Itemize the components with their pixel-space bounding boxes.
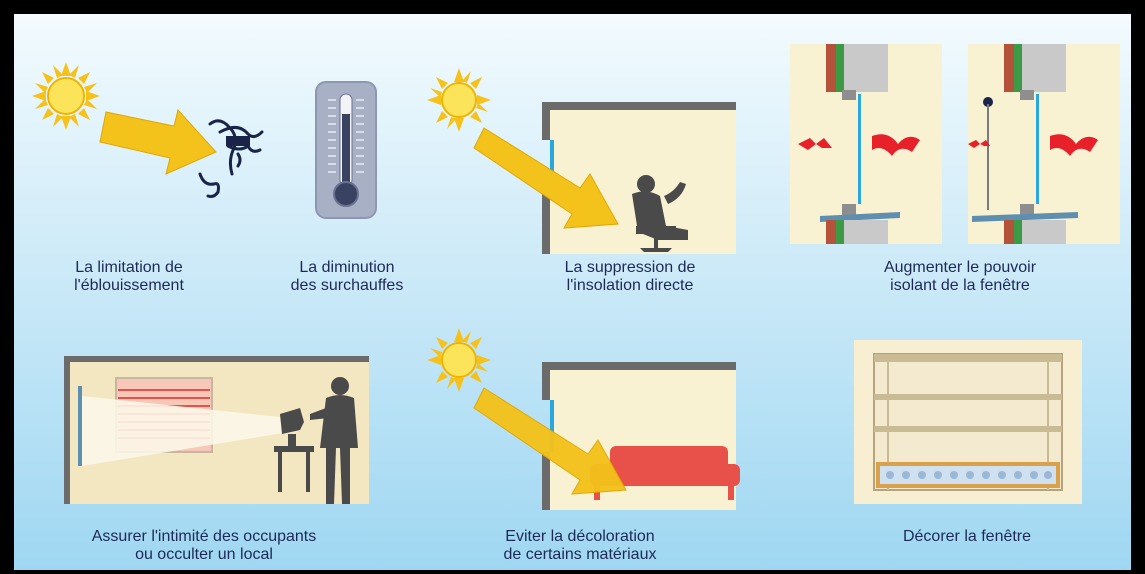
sun-icon <box>427 68 491 132</box>
silhouette-icon <box>310 377 358 504</box>
caption-decorate: Décorer la fenêtre <box>902 528 1032 545</box>
sun-protection-diagram: La limitation de l'éblouissement La dimi… <box>14 14 1131 570</box>
caption-glare: La limitation de l'éblouissement <box>74 259 184 294</box>
decorate-illustration <box>854 340 1082 504</box>
window-section-single <box>798 44 920 244</box>
decorative-valance <box>876 462 1060 488</box>
discoloration-illustration <box>427 328 740 510</box>
projector-icon <box>274 408 314 492</box>
heat-wave-icon <box>968 140 990 148</box>
sofa-icon <box>590 446 740 500</box>
caption-discoloration: Eviter la décoloration de certains matér… <box>503 528 657 563</box>
eye-icon <box>198 119 264 198</box>
heat-wave-icon <box>872 134 920 156</box>
insulation-illustration <box>790 44 1120 244</box>
caption-insulation: Augmenter le pouvoir isolant de la fenêt… <box>883 259 1037 294</box>
caption-privacy: Assurer l'intimité des occupants ou occu… <box>91 528 317 563</box>
window-section-with-shutter <box>968 44 1098 244</box>
caption-overheat: La diminution des surchauffes <box>290 259 404 294</box>
sunlight-arrow <box>473 127 619 229</box>
thermometer-icon <box>315 81 377 219</box>
glare-illustration <box>32 62 264 198</box>
sun-icon <box>427 328 491 392</box>
privacy-illustration <box>64 356 369 504</box>
sun-icon <box>32 62 100 130</box>
sunlight-arrow <box>99 108 217 175</box>
caption-insolation: La suppression de l'insolation directe <box>564 259 696 294</box>
silhouette-icon <box>632 175 688 252</box>
heat-wave-icon <box>798 138 832 150</box>
overheat-illustration <box>315 81 377 219</box>
sunlight-arrow <box>473 387 627 495</box>
insolation-illustration <box>427 68 736 254</box>
projector-beam <box>82 396 289 466</box>
room-section <box>542 362 736 510</box>
heat-wave-icon <box>1050 134 1098 156</box>
